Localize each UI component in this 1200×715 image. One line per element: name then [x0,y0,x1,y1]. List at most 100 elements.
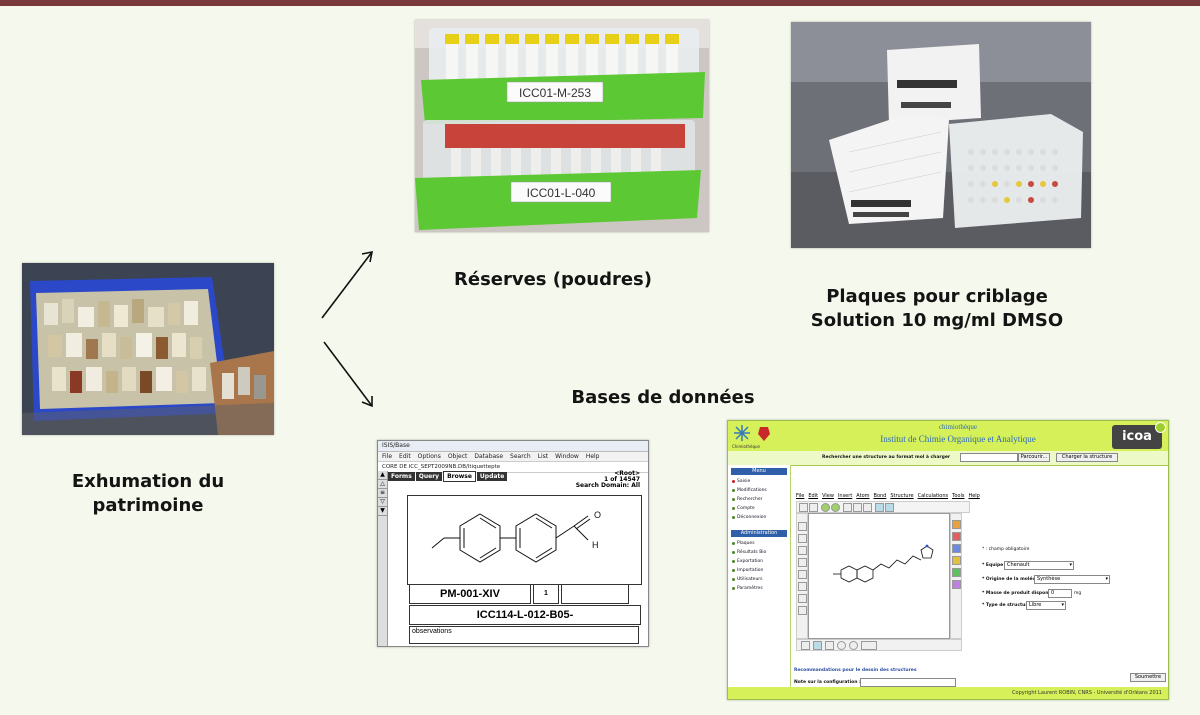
chimio-load-structure-button[interactable]: Charger la structure [1056,453,1118,462]
editor-bond-triple-icon[interactable] [798,546,807,555]
sidebar-item-resultats-bio[interactable]: Résultats Bio [728,548,790,557]
editor-menu-edit[interactable]: Edit [808,493,819,499]
arrow-up [321,251,373,319]
isis-field-code[interactable]: PM-001-XIV [409,584,531,604]
sidebar-item-parametres[interactable]: Paramètres [728,584,790,593]
isis-menu-search[interactable]: Search [510,453,531,460]
isis-goto-record-icon[interactable]: ≡ [378,489,387,498]
isis-structure-box[interactable]: O H [407,495,642,585]
editor-ring-benzene-icon[interactable] [813,641,822,650]
chimio-submit-button[interactable]: Soumettre [1130,673,1166,682]
isis-menu-file[interactable]: File [382,453,393,460]
isis-field-observations[interactable]: observations [409,626,639,644]
editor-atom-o-icon[interactable] [952,532,961,541]
sidebar-item-deconnexion[interactable]: Déconnexion [728,513,790,522]
editor-menu-structure[interactable]: Structure [890,493,914,499]
editor-select-tool-icon[interactable] [799,503,808,512]
chimio-file-input[interactable] [960,453,1018,462]
editor-atom-cl-icon[interactable] [952,568,961,577]
label-exhumation: Exhumation du patrimoine [71,471,225,516]
isis-window-title: ISIS/Base [382,442,410,449]
sidebar-item-utilisateurs[interactable]: Utilisateurs [728,575,790,584]
editor-cut-icon[interactable] [843,503,852,512]
editor-paste-icon[interactable] [863,503,872,512]
isis-menu-list[interactable]: List [537,453,549,460]
isis-field-index[interactable]: 1 [533,584,559,604]
editor-zoom-icon[interactable] [875,503,884,512]
editor-menu-tools[interactable]: Tools [952,493,965,499]
chimio-brand-small: Chimiothèque [732,444,760,449]
editor-chain-icon[interactable] [798,558,807,567]
rack-top-label: ICC01-M-253 [519,86,591,100]
isis-menu-window[interactable]: Window [555,453,579,460]
chimio-type-select[interactable]: Libre▾ [1026,601,1066,610]
editor-ring-heptane-icon[interactable] [849,641,858,650]
editor-undo-icon[interactable] [821,503,830,512]
editor-atom-p-icon[interactable] [952,580,961,589]
editor-menu-bond[interactable]: Bond [873,493,887,499]
tab-browse[interactable]: Browse [443,471,476,482]
isis-next-record-icon[interactable]: ▽ [378,498,387,507]
editor-menu-file[interactable]: File [796,493,805,499]
chimio-browse-button[interactable]: Parcourir... [1018,453,1050,462]
atom-hydrogen: H [592,540,599,550]
isis-prev-record-icon[interactable]: △ [378,480,387,489]
editor-redo-icon[interactable] [831,503,840,512]
editor-ring-naphthalene-icon[interactable] [861,641,877,650]
isis-nav-domain: Search Domain: All [575,482,640,489]
isis-menu-database[interactable]: Database [474,453,504,460]
isis-first-record-icon[interactable]: ▲ [378,471,387,480]
editor-atom-s-icon[interactable] [952,556,961,565]
editor-menu-atom[interactable]: Atom [856,493,870,499]
chimio-reco-link[interactable]: Recommandations pour le dessin des struc… [794,668,917,673]
chimio-header: Chimiothèque chimiothèque Institut de Ch… [728,421,1168,451]
editor-canvas[interactable] [808,513,950,639]
chimio-sidebar: Menu Saisie Modifications Rechercher Com… [728,465,791,695]
editor-rgroup-icon[interactable] [798,594,807,603]
isis-menu-object[interactable]: Object [447,453,468,460]
editor-eraser-tool-icon[interactable] [809,503,818,512]
editor-charge-icon[interactable] [798,570,807,579]
editor-bracket-icon[interactable] [798,582,807,591]
label-reserves: Réserves (poudres) [454,269,652,290]
editor-menu-insert[interactable]: Insert [837,493,853,499]
editor-ring-hexane-icon[interactable] [825,641,834,650]
isis-menu-help[interactable]: Help [585,453,600,460]
editor-menu-help[interactable]: Help [968,493,980,499]
chimio-equipe-label: * Equipe : [982,563,1007,568]
chimio-masse-input[interactable]: 0 [1048,589,1072,598]
editor-text-icon[interactable] [798,606,807,615]
editor-ring-cyclohexane-icon[interactable] [837,641,846,650]
editor-bond-single-icon[interactable] [798,522,807,531]
editor-atom-c-icon[interactable] [952,520,961,529]
sidebar-item-rechercher[interactable]: Rechercher [728,495,790,504]
tab-update[interactable]: Update [476,472,508,481]
chimio-note-input[interactable] [860,678,956,687]
sidebar-item-saisie[interactable]: Saisie [728,477,790,486]
chimio-menu-header: Menu [731,468,787,475]
chimio-origine-select[interactable]: Synthèse▾ [1034,575,1110,584]
editor-copy-icon[interactable] [853,503,862,512]
sidebar-item-importation[interactable]: Importation [728,566,790,575]
isis-field-reference[interactable]: ICC114-L-012-B05- [409,605,641,625]
editor-menu-view[interactable]: View [822,493,834,499]
sidebar-item-compte[interactable]: Compte [728,504,790,513]
isis-last-record-icon[interactable]: ▼ [378,507,387,516]
chevron-down-icon: ▾ [1061,602,1064,608]
chimio-equipe-select[interactable]: Chenault▾ [1004,561,1074,570]
sidebar-item-exportation[interactable]: Exportation [728,557,790,566]
editor-clean-icon[interactable] [885,503,894,512]
isis-menu-edit[interactable]: Edit [399,453,411,460]
tab-forms[interactable]: Forms [388,472,415,481]
editor-bond-double-icon[interactable] [798,534,807,543]
isis-field-empty[interactable] [561,584,629,604]
isis-nav-root: <Root> [614,470,640,477]
editor-menu-calculations[interactable]: Calculations [917,493,949,499]
sidebar-item-modifications[interactable]: Modifications [728,486,790,495]
isis-menu-options[interactable]: Options [417,453,441,460]
editor-atom-n-icon[interactable] [952,544,961,553]
tab-query[interactable]: Query [415,472,443,481]
sidebar-item-plaques[interactable]: Plaques [728,539,790,548]
editor-left-toolbar [796,513,808,639]
editor-ring-cyclopentane-icon[interactable] [801,641,810,650]
